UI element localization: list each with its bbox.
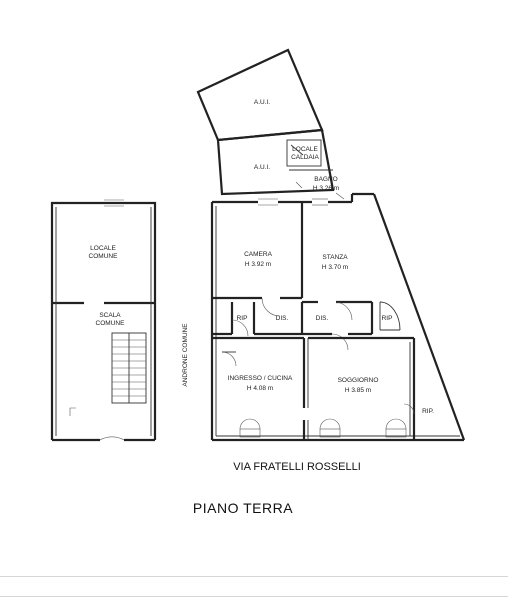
aui-top-label: A.U.I. [254,99,270,106]
rip-corner-label: RIP. [422,408,434,415]
locale-comune-label-1: LOCALE [90,245,116,252]
caldaia-label-2: CALDAIA [291,154,319,161]
bagno-height: H 3.26 m [313,185,339,192]
staircase [69,332,147,416]
common-area-block: LOCALE COMUNE SCALA COMUNE [50,199,157,442]
street-windows [239,418,407,438]
dis-1-label: DIS. [276,315,289,322]
soggiorno-height: H 3.85 m [345,387,371,394]
dis-2-label: DIS. [316,315,329,322]
caldaia-label-1: LOCALE [292,146,318,153]
stanza-label: STANZA [322,254,348,261]
footer-divider-bottom [0,596,508,597]
rip-right-label: RIP [382,315,393,322]
floor-title: PIANO TERRA [193,500,293,516]
rip-left-label: RIP [237,315,248,322]
ingresso-height: H 4.08 m [247,385,273,392]
stanza-height: H 3.70 m [322,264,348,271]
corridor-label: ANDRONE COMUNE [182,323,189,387]
scala-comune-label-1: SCALA [99,312,121,319]
camera-height: H 3.92 m [245,261,271,268]
street-label: VIA FRATELLI ROSSELLI [233,461,361,473]
annex-block: A.U.I. A.U.I. LOCALE CALDAIA BAGNO H 3.2… [196,48,345,200]
bagno-label: BAGNO [314,176,337,183]
locale-comune-label-2: COMUNE [89,253,119,260]
aui-mid-label: A.U.I. [254,164,270,171]
ingresso-label: INGRESSO / CUCINA [228,375,293,382]
scala-comune-label-2: COMUNE [96,320,126,327]
camera-label: CAMERA [244,251,272,258]
apartment-block: CAMERA H 3.92 m STANZA H 3.70 m RIP DIS.… [210,192,466,442]
soggiorno-label: SOGGIORNO [338,377,379,384]
footer-divider [0,576,508,577]
